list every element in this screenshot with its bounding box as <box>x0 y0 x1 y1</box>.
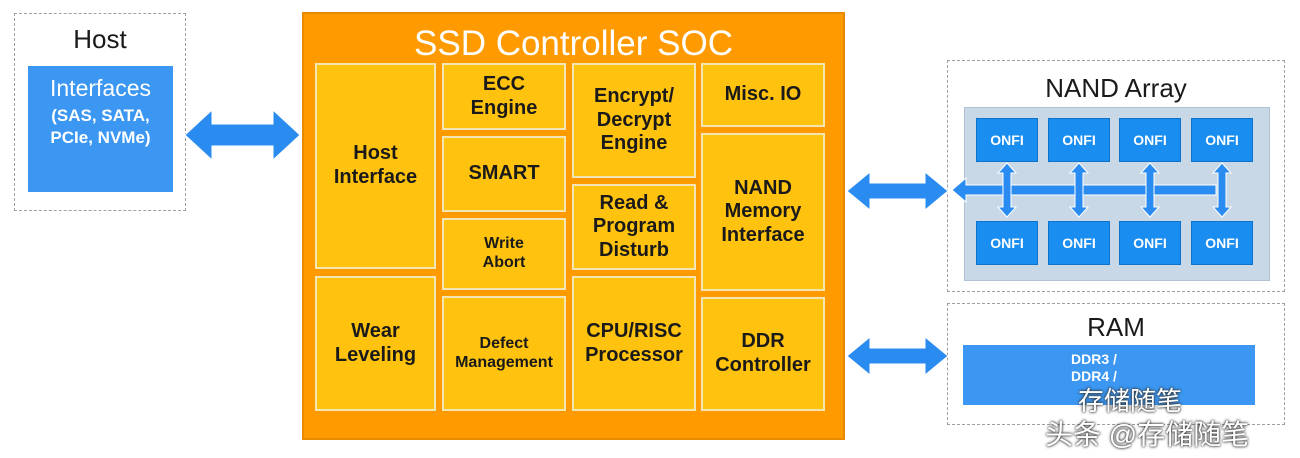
cell-host-interface-line2: Interface <box>333 166 418 188</box>
watermark-line1: 存储随笔 <box>1078 386 1183 416</box>
cell-misc-io: Misc. IO <box>701 63 825 127</box>
cell-encrypt-line1: Encrypt/ <box>593 85 675 108</box>
cell-wear-leveling-line1: Wear <box>351 319 400 342</box>
nand-tap-1 <box>996 162 1018 218</box>
host-interfaces-block: Interfaces (SAS, SATA, PCIe, NVMe) <box>28 66 173 192</box>
arrow-soc-ram <box>846 335 949 377</box>
host-box: Host Interfaces (SAS, SATA, PCIe, NVMe) <box>14 13 186 211</box>
onfi-chip-top-2: ONFI <box>1048 118 1110 162</box>
cell-rpd-line1: Read & <box>599 191 669 214</box>
cell-rpd-line3: Disturb <box>599 238 669 261</box>
nand-bus <box>951 176 1217 204</box>
cell-write-abort-line1: Write <box>484 235 524 253</box>
host-interfaces-line1: (SAS, SATA, <box>51 106 150 125</box>
cell-nmi-line2: Memory <box>724 200 802 223</box>
ram-ddr-line1: DDR3 / <box>1071 351 1117 367</box>
nand-tap-3 <box>1139 162 1161 218</box>
nand-tap-4 <box>1211 162 1233 218</box>
nand-tap-2 <box>1068 162 1090 218</box>
onfi-chip-bottom-1: ONFI <box>976 221 1038 265</box>
cell-smart: SMART <box>442 136 566 212</box>
watermark-line2: 头条 @存储随笔 <box>1045 419 1250 450</box>
onfi-chip-bottom-2: ONFI <box>1048 221 1110 265</box>
cell-cpu-line1: CPU/RISC <box>586 319 682 342</box>
nand-array-title: NAND Array <box>1045 73 1187 103</box>
watermark-footer-text: 头条 @存储随笔 <box>1045 413 1249 453</box>
onfi-chip-bottom-4: ONFI <box>1191 221 1253 265</box>
ram-title: RAM <box>1087 312 1145 342</box>
ram-ddr-block: DDR3 / DDR4 / <box>963 345 1255 405</box>
soc-title: SSD Controller SOC <box>414 24 733 63</box>
cell-ddr-line1: DDR <box>741 330 785 353</box>
cell-misc-io-line1: Misc. IO <box>724 83 802 106</box>
cell-write-abort-line2: Abort <box>482 254 526 271</box>
cell-host-interface-line1: Host <box>353 142 398 165</box>
cell-ecc-engine-line2: Engine <box>470 96 538 119</box>
ram-box: RAM DDR3 / DDR4 / <box>947 303 1285 425</box>
cell-smart-line1: SMART <box>468 162 540 185</box>
cell-encrypt-line2: Decrypt <box>596 108 672 131</box>
host-interfaces-title: Interfaces <box>50 75 151 101</box>
host-title: Host <box>73 24 127 54</box>
onfi-chip-top-4: ONFI <box>1191 118 1253 162</box>
cell-rpd-line2: Program <box>592 215 676 238</box>
cell-nmi-line1: NAND <box>734 176 792 199</box>
cell-defect-management-line1: Defect <box>479 334 529 352</box>
cell-cpu-line2: Processor <box>585 343 683 366</box>
watermark-logo-text: 存储随笔 <box>1078 381 1182 418</box>
host-interfaces-line2: PCIe, NVMe) <box>50 128 151 147</box>
ram-ddr-line2: DDR4 / <box>1071 368 1117 384</box>
cell-nmi-line3: Interface <box>721 223 805 246</box>
cell-ddr-line2: Controller <box>715 354 811 376</box>
cell-defect-management-line2: Management <box>455 353 553 371</box>
cell-wear-leveling-line2: Leveling <box>334 343 417 366</box>
arrow-soc-nand <box>846 170 949 212</box>
arrow-host-soc <box>184 108 301 162</box>
onfi-chip-top-1: ONFI <box>976 118 1038 162</box>
cell-ecc-engine-line1: ECC <box>482 72 526 95</box>
cell-encrypt-line3: Engine <box>600 132 668 155</box>
onfi-chip-bottom-3: ONFI <box>1119 221 1181 265</box>
onfi-chip-top-3: ONFI <box>1119 118 1181 162</box>
